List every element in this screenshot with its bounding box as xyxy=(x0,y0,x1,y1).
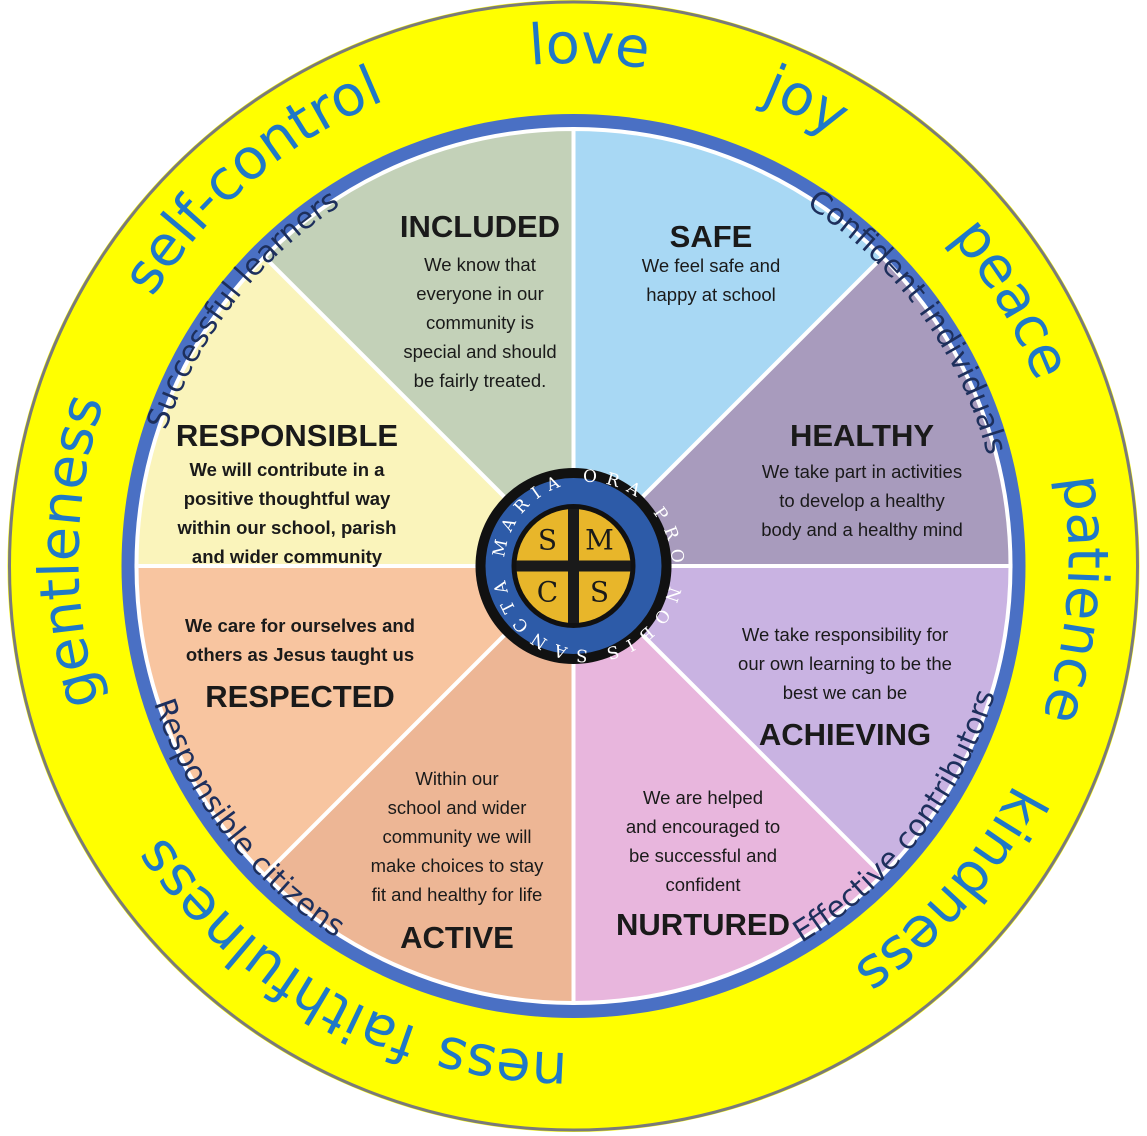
segment-nurtured-desc-line: We are helped xyxy=(643,787,763,808)
segment-respected-desc-line: others as Jesus taught us xyxy=(186,644,414,665)
segment-active-desc-line: school and wider xyxy=(388,797,527,818)
segment-achieving-desc-line: our own learning to be the xyxy=(738,653,952,674)
segment-active-desc-line: fit and healthy for life xyxy=(372,884,543,905)
emblem-letter: S xyxy=(590,576,609,609)
segment-active-desc-line: Within our xyxy=(415,768,498,789)
segment-healthy xyxy=(568,254,1013,568)
segment-nurtured-desc-line: confident xyxy=(665,874,740,895)
emblem-letter: S xyxy=(538,524,557,557)
fruit-word-love: love xyxy=(527,12,654,82)
segment-responsible-desc-line: and wider community xyxy=(192,546,383,567)
segment-respected xyxy=(134,564,579,878)
segment-responsible-desc-line: within our school, parish xyxy=(177,517,397,538)
segment-responsible-desc-line: We will contribute in a xyxy=(190,459,386,480)
segment-achieving-desc-line: best we can be xyxy=(783,682,907,703)
segment-achieving-title: ACHIEVING xyxy=(759,717,931,752)
segment-active xyxy=(261,561,576,1006)
segment-included-title: INCLUDED xyxy=(400,209,560,244)
segment-respected-title: RESPECTED xyxy=(205,679,394,714)
segment-safe-title: SAFE xyxy=(670,219,753,254)
segment-safe-desc-line: happy at school xyxy=(646,284,776,305)
segment-included-desc-line: special and should xyxy=(403,341,556,362)
segment-healthy-desc-line: body and a healthy mind xyxy=(761,519,963,540)
segment-healthy-desc-line: to develop a healthy xyxy=(779,490,945,511)
segment-included-desc-line: everyone in our xyxy=(416,283,544,304)
segment-included-desc-line: community is xyxy=(426,312,534,333)
segment-responsible-title: RESPONSIBLE xyxy=(176,418,398,453)
segment-healthy-title: HEALTHY xyxy=(790,418,934,453)
segment-responsible-desc-line: positive thoughtful way xyxy=(184,488,391,509)
emblem-letter: M xyxy=(585,524,614,557)
segment-respected-desc-line: We care for ourselves and xyxy=(185,615,415,636)
segment-included-desc-line: We know that xyxy=(424,254,536,275)
segment-active-desc-line: community we will xyxy=(382,826,531,847)
segment-achieving-desc-line: We take responsibility for xyxy=(742,624,948,645)
segment-included xyxy=(261,126,576,571)
segment-nurtured-desc-line: and encouraged to xyxy=(626,816,780,837)
segment-nurtured-desc-line: be successful and xyxy=(629,845,777,866)
segment-included-desc-line: be fairly treated. xyxy=(414,370,547,391)
emblem-letter: C xyxy=(537,576,558,609)
segment-healthy-desc-line: We take part in activities xyxy=(762,461,962,482)
segment-safe xyxy=(571,126,886,571)
segment-nurtured-title: NURTURED xyxy=(616,907,790,942)
segment-active-title: ACTIVE xyxy=(400,920,514,955)
emblem-cross-horizontal xyxy=(516,560,631,572)
segment-achieving xyxy=(568,564,1013,878)
segment-active-desc-line: make choices to stay xyxy=(371,855,544,876)
outer-ring-border xyxy=(8,0,1139,1132)
segment-responsible xyxy=(134,254,579,568)
segment-safe-desc-line: We feel safe and xyxy=(642,255,781,276)
segment-nurtured xyxy=(571,561,886,1006)
